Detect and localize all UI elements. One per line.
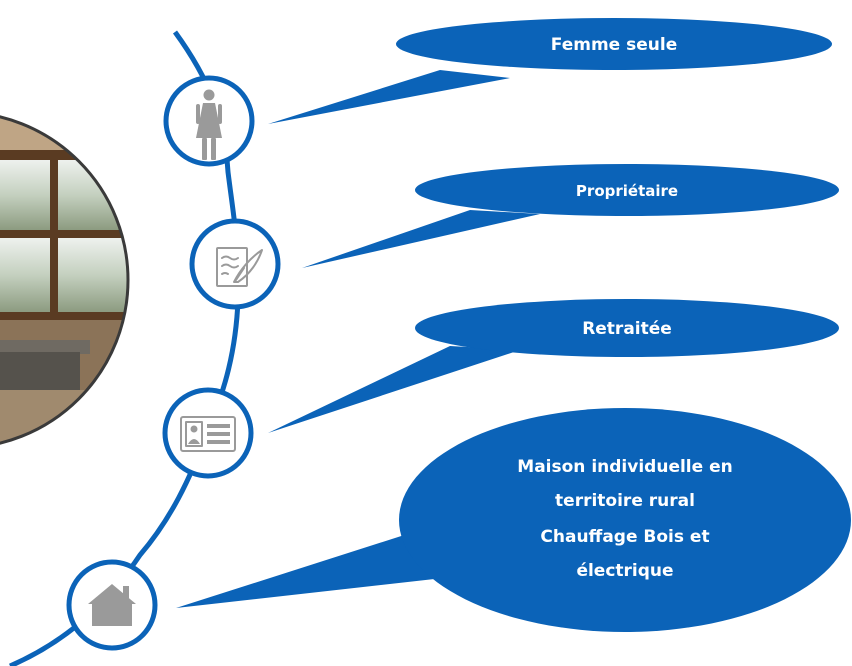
room-photo — [0, 112, 130, 448]
house-icon — [88, 584, 136, 626]
bubble-label-femme-seule: Femme seule — [551, 35, 677, 55]
bubble-maison: Maison individuelle en territoire rural … — [176, 408, 851, 632]
bubble-label-maison-line-2: territoire rural — [555, 491, 695, 511]
bubble-label-maison-line-4: électrique — [576, 561, 673, 581]
node-contract — [189, 218, 281, 310]
id-card-icon — [180, 416, 236, 452]
contract-quill-icon — [216, 247, 263, 287]
bubble-label-proprietaire: Propriétaire — [576, 182, 678, 200]
bubble-proprietaire: Propriétaire — [302, 164, 839, 268]
node-house — [66, 559, 158, 651]
bubble-retraitee: Retraitée — [268, 299, 839, 433]
node-id-card — [162, 387, 254, 479]
bubble-label-maison-line-3: Chauffage Bois et — [540, 527, 709, 547]
node-woman — [163, 75, 255, 167]
woman-icon — [196, 89, 222, 160]
bubble-label-retraitee: Retraitée — [582, 319, 672, 339]
bubble-femme-seule: Femme seule — [268, 18, 832, 124]
bubble-label-maison-line-1: Maison individuelle en — [517, 457, 732, 477]
